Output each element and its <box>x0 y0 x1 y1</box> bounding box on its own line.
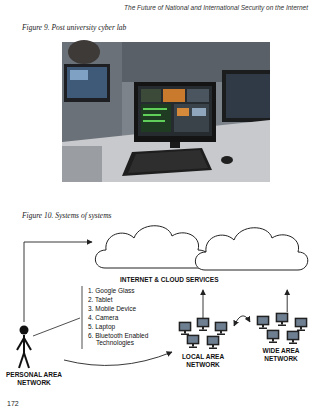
list-item: 6. Bluetooth Enabled Technologies <box>88 332 176 347</box>
connector-arrow <box>234 316 250 326</box>
node-label: LOCAL AREA NETWORK <box>172 353 234 369</box>
running-header: The Future of National and International… <box>40 4 308 11</box>
network-node: WIDE AREA NETWORK <box>250 312 312 365</box>
lab-photo <box>62 40 270 182</box>
cloud-shape <box>195 228 307 270</box>
node-label: PERSONAL AREA NETWORK <box>4 371 64 387</box>
cloud-node: INTERNET & CLOUD SERVICES <box>92 222 307 290</box>
wan-computers <box>257 313 307 344</box>
figure-caption: Figure 9. Post university cyber lab <box>22 24 222 33</box>
list-item: 2. Tablet <box>88 296 176 303</box>
page-number: 172 <box>7 400 47 408</box>
person-node: PERSONAL AREA NETWORK <box>4 322 64 389</box>
list-item: 5. Laptop <box>88 323 176 330</box>
connector-arrow <box>203 290 204 318</box>
list-item: 3. Mobile Device <box>88 305 176 312</box>
connector-arrow <box>287 290 288 312</box>
leader-line <box>33 318 80 336</box>
network-node: LOCAL AREA NETWORK <box>172 318 234 371</box>
lan-computers <box>179 318 227 349</box>
list-item: 4. Camera <box>88 314 176 321</box>
person-figure <box>17 326 31 369</box>
list-item: 1. Google Glass <box>88 287 176 294</box>
node-label: INTERNET & CLOUD SERVICES <box>120 276 307 284</box>
node-label: WIDE AREA NETWORK <box>250 347 312 363</box>
connector-arrow <box>24 242 92 322</box>
connector-arrow <box>64 352 172 365</box>
cloud-shape <box>95 226 210 268</box>
figure-caption: Figure 10. Systems of systems <box>22 212 222 221</box>
list-bracket <box>82 286 83 349</box>
